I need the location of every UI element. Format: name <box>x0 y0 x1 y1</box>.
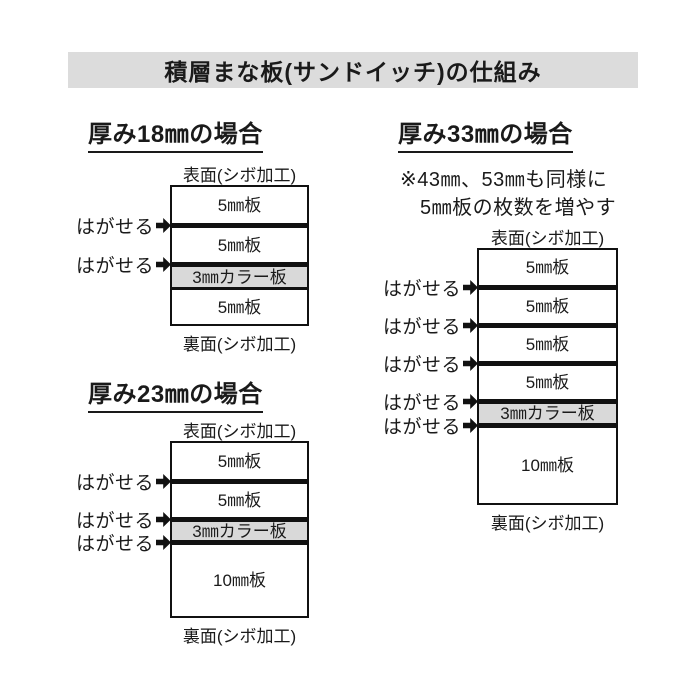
right-arrow-icon <box>156 535 171 550</box>
peel-annotation: はがせる <box>382 415 478 438</box>
layer-label: 3㎜カラー板 <box>192 267 287 287</box>
peel-label: はがせる <box>382 393 461 414</box>
layer-label: 10㎜板 <box>521 456 574 475</box>
peel-annotation: はがせる <box>382 315 478 338</box>
board-layer: 5㎜板 <box>172 484 307 517</box>
peel-label: はがせる <box>382 317 461 338</box>
peel-label: はがせる <box>382 355 461 376</box>
peel-label: はがせる <box>75 534 154 555</box>
board-layer: 5㎜板 <box>172 228 307 262</box>
diagram-heading: 厚み18㎜の場合 <box>88 121 263 154</box>
front-surface-label: 表面(シボ加工) <box>490 229 605 248</box>
peel-annotation: はがせる <box>382 391 478 414</box>
peel-label: はがせる <box>382 279 461 300</box>
color-board-layer: 3㎜カラー板 <box>479 404 616 423</box>
layer-label: 5㎜板 <box>217 195 262 215</box>
peel-annotation: はがせる <box>75 532 171 555</box>
peel-label: はがせる <box>382 417 461 438</box>
board-layer: 5㎜板 <box>172 443 307 479</box>
glue-line <box>172 287 307 290</box>
layer-label: 10㎜板 <box>213 571 266 590</box>
board-layer: 10㎜板 <box>479 428 616 503</box>
layer-stack: 5㎜板 5㎜板 3㎜カラー板 5㎜板 <box>170 185 309 326</box>
board-layer: 5㎜板 <box>172 187 307 223</box>
layer-label: 5㎜板 <box>217 491 262 510</box>
layer-label: 5㎜板 <box>525 373 570 392</box>
right-arrow-icon <box>463 394 478 409</box>
glue-line <box>479 323 616 328</box>
peel-annotation: はがせる <box>75 254 171 277</box>
layer-label: 5㎜板 <box>217 297 262 317</box>
right-arrow-icon <box>463 280 478 295</box>
board-layer: 5㎜板 <box>172 290 307 324</box>
right-arrow-icon <box>463 356 478 371</box>
layer-label: 3㎜カラー板 <box>500 404 595 423</box>
right-arrow-icon <box>156 218 171 233</box>
diagram-23mm: 厚み23㎜の場合 表面(シボ加工) 5㎜板 5㎜板 3㎜カラー板 10㎜板 裏面(シボ… <box>76 381 309 652</box>
diagram-heading: 厚み33㎜の場合 <box>398 121 573 154</box>
glue-line <box>479 361 616 366</box>
glue-line <box>172 540 307 545</box>
peel-annotation: はがせる <box>75 509 171 532</box>
layer-label: 5㎜板 <box>525 258 570 277</box>
back-surface-label: 裏面(シボ加工) <box>182 335 297 354</box>
note-line: 5㎜板の枚数を増やす <box>420 197 617 219</box>
glue-line <box>172 479 307 484</box>
board-layer: 5㎜板 <box>479 366 616 399</box>
diagram-heading: 厚み23㎜の場合 <box>88 381 263 414</box>
peel-label: はがせる <box>75 511 154 532</box>
board-layer: 5㎜板 <box>479 250 616 285</box>
front-surface-label: 表面(シボ加工) <box>182 422 297 441</box>
diagram-18mm: 厚み18㎜の場合 表面(シボ加工) 5㎜板 5㎜板 3㎜カラー板 5㎜板 裏面(シボ加… <box>76 121 309 362</box>
layer-stack: 5㎜板 5㎜板 5㎜板 5㎜板 3㎜カラー板 10㎜板 <box>477 248 618 505</box>
right-arrow-icon <box>156 512 171 527</box>
board-layer: 5㎜板 <box>479 290 616 323</box>
layer-label: 3㎜カラー板 <box>192 521 287 541</box>
layer-stack: 5㎜板 5㎜板 3㎜カラー板 10㎜板 <box>170 441 309 618</box>
right-arrow-icon <box>156 257 171 272</box>
peel-annotation: はがせる <box>75 215 171 238</box>
color-board-layer: 3㎜カラー板 <box>172 522 307 540</box>
layer-label: 5㎜板 <box>525 297 570 316</box>
peel-annotation: はがせる <box>382 353 478 376</box>
peel-label: はがせる <box>75 473 154 494</box>
peel-label: はがせる <box>75 256 154 277</box>
color-board-layer: 3㎜カラー板 <box>172 267 307 287</box>
peel-annotation: はがせる <box>75 471 171 494</box>
glue-line <box>479 423 616 428</box>
glue-line <box>479 399 616 404</box>
layer-label: 5㎜板 <box>217 451 262 471</box>
glue-line <box>172 223 307 228</box>
layer-label: 5㎜板 <box>217 235 262 255</box>
front-surface-label: 表面(シボ加工) <box>182 166 297 185</box>
right-arrow-icon <box>463 418 478 433</box>
glue-line <box>172 517 307 522</box>
page-title: 積層まな板(サンドイッチ)の仕組み <box>68 52 638 88</box>
right-arrow-icon <box>156 474 171 489</box>
diagram-33mm: 厚み33㎜の場合 ※43㎜、53㎜も同様に 5㎜板の枚数を増やす 表面(シボ加工)… <box>383 121 618 534</box>
peel-annotation: はがせる <box>382 277 478 300</box>
glue-line <box>479 285 616 290</box>
board-layer: 10㎜板 <box>172 545 307 616</box>
layer-label: 5㎜板 <box>525 335 570 354</box>
peel-label: はがせる <box>75 217 154 238</box>
back-surface-label: 裏面(シボ加工) <box>490 514 605 533</box>
back-surface-label: 裏面(シボ加工) <box>182 627 297 646</box>
note-line: ※43㎜、53㎜も同様に <box>400 169 608 191</box>
glue-line <box>172 262 307 267</box>
right-arrow-icon <box>463 318 478 333</box>
board-layer: 5㎜板 <box>479 328 616 361</box>
diagram-note: ※43㎜、53㎜も同様に 5㎜板の枚数を増やす <box>400 166 616 222</box>
